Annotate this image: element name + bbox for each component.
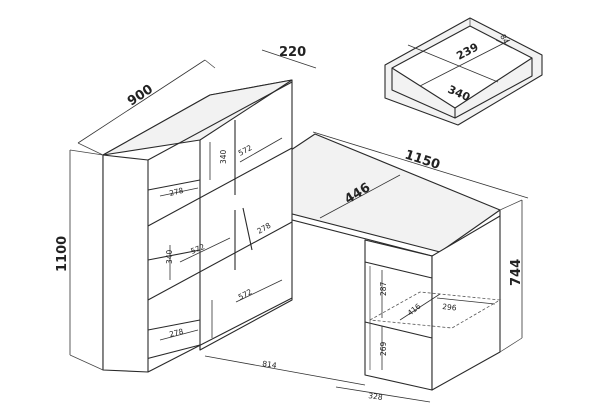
width-900-label: 900 — [125, 82, 156, 109]
length-1150-line — [312, 131, 529, 199]
drawer-depth-dimension — [419, 39, 511, 87]
bookcase — [102, 79, 293, 373]
span-814-label: 814 — [262, 359, 278, 370]
depth-220-label: 220 — [279, 45, 306, 60]
width-328-line — [335, 386, 431, 403]
height-1100-label: 1100 — [55, 236, 70, 272]
overall-dimensions — [69, 49, 529, 403]
cabinet-lower-label: 269 — [379, 341, 388, 356]
desk-cabinet — [364, 215, 502, 391]
cabinet-shelf-width-label: 296 — [442, 302, 457, 312]
width-900-line — [77, 59, 206, 144]
side-cell-bottom-label: 278 — [168, 327, 184, 339]
drawer-width-dimension — [407, 44, 499, 83]
compartment-height-mid-label: 340 — [165, 249, 174, 264]
side-cell-top-label: 278 — [168, 186, 184, 198]
drawer-height-dimension — [495, 39, 513, 49]
height-744-label: 744 — [509, 259, 524, 286]
cabinet-upper-label: 287 — [379, 281, 388, 296]
depth-446-line — [319, 174, 401, 219]
compartment-height-top-label: 340 — [219, 149, 228, 164]
cabinet-shelf — [369, 291, 502, 329]
length-1150-label: 1150 — [403, 148, 442, 173]
drawer-height-label: 84 — [498, 33, 511, 46]
depth-220-line — [261, 49, 317, 69]
drawer-detail: 239 340 84 — [384, 17, 543, 126]
width-328-label: 328 — [368, 391, 384, 402]
span-814-line — [204, 355, 366, 386]
